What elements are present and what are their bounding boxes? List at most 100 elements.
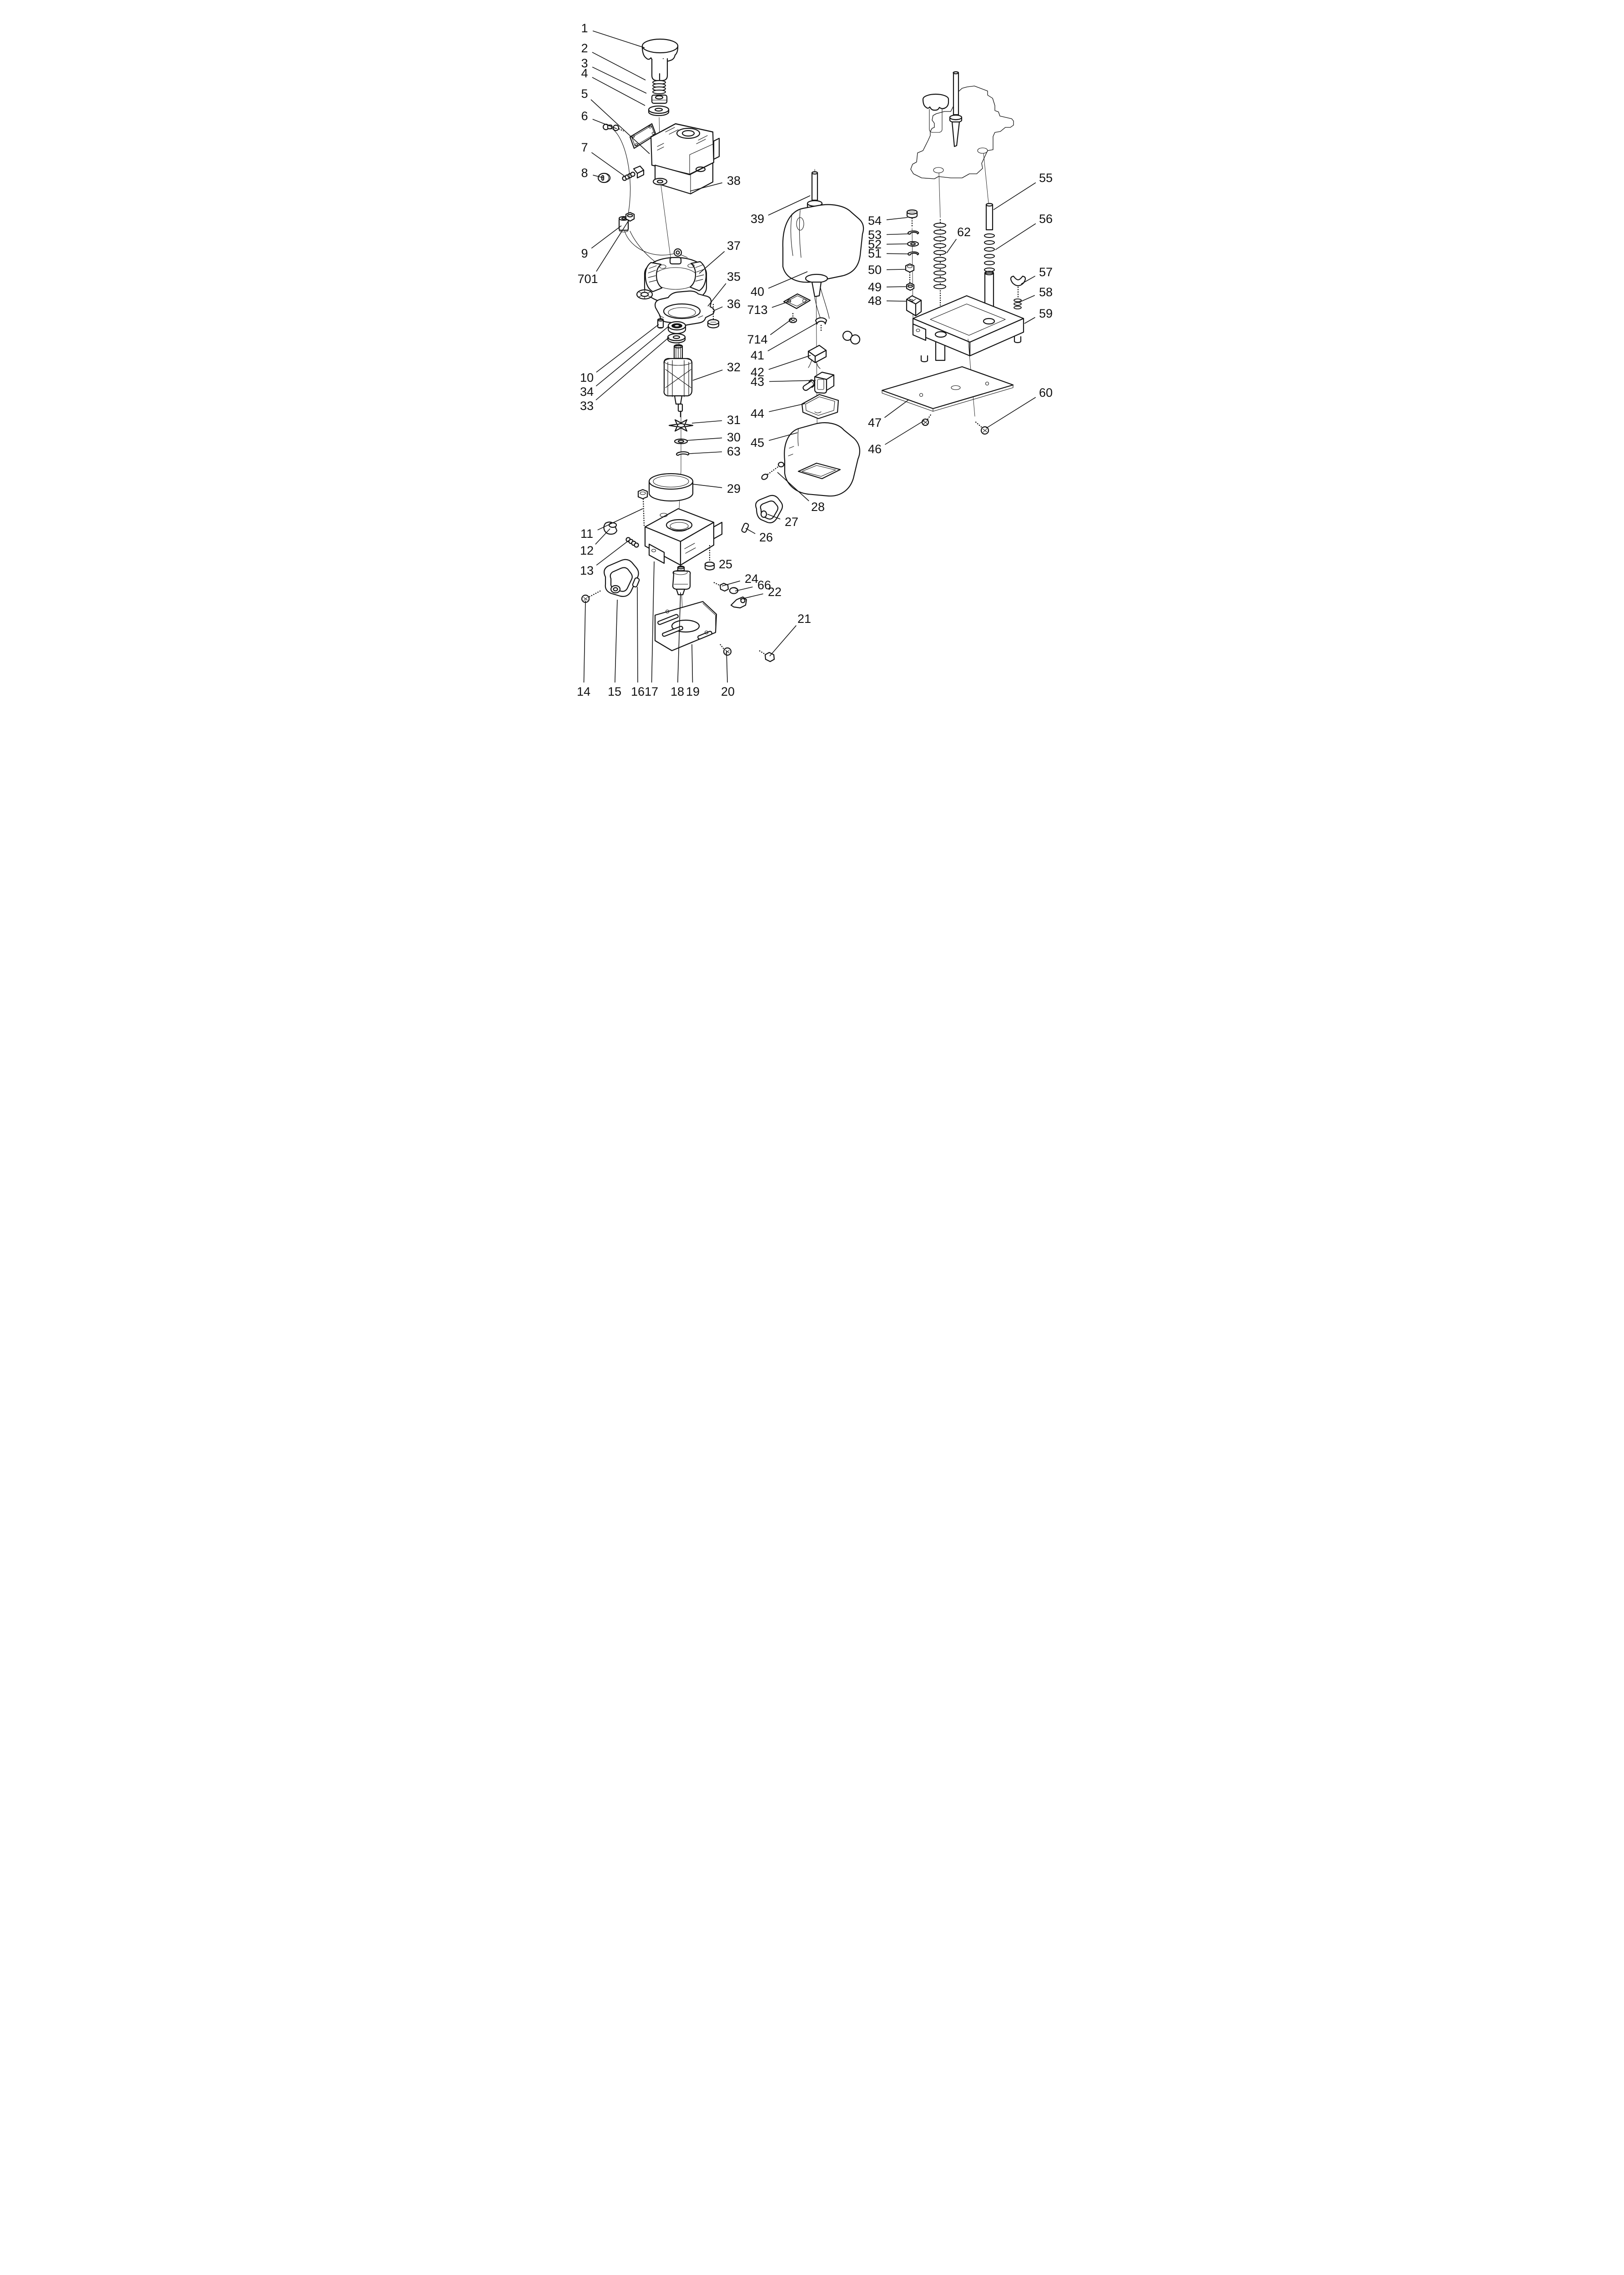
- part-label-2: 2: [581, 41, 588, 55]
- leader-lines: [583, 30, 1036, 683]
- leader-line-62: [946, 238, 957, 253]
- part-label-54: 54: [868, 214, 882, 228]
- leader-line-45: [768, 432, 798, 441]
- stand-ghost-outline: [910, 86, 1014, 218]
- part-13-spring: [625, 537, 639, 548]
- part-42-capacitor: [807, 344, 827, 369]
- part-label-1: 1: [581, 21, 588, 35]
- part-24-bolt: [713, 582, 729, 592]
- leader-line-60: [986, 397, 1036, 429]
- part-52-washer: [907, 241, 919, 247]
- part-49-nut: [906, 282, 915, 291]
- part-label-46: 46: [868, 442, 882, 456]
- leader-line-29: [692, 484, 722, 488]
- leader-line-22: [740, 593, 763, 600]
- leader-line-55: [993, 182, 1036, 210]
- leader-line-12: [595, 528, 610, 545]
- part-8-brush-cap: [597, 172, 611, 183]
- leader-line-8: [593, 175, 604, 178]
- leader-line-5: [590, 99, 650, 154]
- leader-line-18: [677, 592, 681, 683]
- part-label-38: 38: [727, 174, 741, 187]
- part-7-carbon-brush: [622, 165, 645, 181]
- part-label-713: 713: [747, 303, 767, 317]
- leader-line-44: [769, 403, 806, 412]
- part-30-washer: [674, 438, 688, 445]
- part-43-switch: [802, 371, 835, 394]
- part-label-62: 62: [957, 225, 971, 239]
- part-label-39: 39: [751, 212, 764, 226]
- part-label-53: 53: [868, 228, 882, 242]
- base-upper-casting: [644, 508, 723, 566]
- leader-line-57: [1021, 276, 1035, 284]
- part-41-clamp: [815, 317, 827, 331]
- part-53-wave-washer: [907, 230, 919, 235]
- leader-line-38: [690, 182, 722, 192]
- part-21-bolt: [759, 650, 775, 662]
- part-label-32: 32: [727, 360, 741, 374]
- part-label-33: 33: [580, 399, 594, 413]
- part-label-4: 4: [581, 66, 588, 80]
- part-label-27: 27: [785, 515, 798, 529]
- part-58-spring: [1014, 298, 1022, 309]
- part-1-knob: [641, 38, 679, 81]
- part-47-base-plate: [881, 366, 1014, 412]
- leader-line-39: [768, 195, 811, 216]
- part-label-7: 7: [581, 141, 588, 154]
- part-label-10: 10: [580, 371, 594, 384]
- leader-line-3: [592, 66, 647, 94]
- leader-line-46: [885, 420, 925, 445]
- part-label-31: 31: [727, 413, 741, 427]
- part-2-spring: [652, 80, 666, 94]
- leader-line-16: [637, 586, 638, 683]
- part-label-58: 58: [1039, 285, 1053, 299]
- part-label-55: 55: [1039, 171, 1053, 185]
- part-label-44: 44: [751, 407, 764, 420]
- leader-line-10: [596, 324, 659, 373]
- part-40-housing-upper: [782, 204, 864, 321]
- leader-line-19: [691, 644, 693, 683]
- part-16-pin: [632, 577, 640, 588]
- part-27-cap: [755, 495, 783, 524]
- leader-line-59: [1024, 317, 1035, 324]
- exploded-diagram: 1234567897011034331112131415161718192038…: [577, 21, 1053, 698]
- part-label-51: 51: [868, 247, 882, 260]
- part-6-screw: [612, 124, 624, 132]
- part-26-pin: [741, 523, 749, 533]
- part-31-fan: [668, 419, 694, 432]
- leader-line-63: [689, 451, 722, 454]
- leader-line-714: [770, 318, 792, 335]
- leader-line-26: [745, 528, 756, 534]
- part-label-11: 11: [580, 527, 593, 541]
- part-label-60: 60: [1039, 386, 1053, 399]
- stand-knob: [922, 93, 949, 133]
- part-22-pointer: [730, 596, 747, 609]
- part-label-20: 20: [721, 685, 735, 698]
- leader-line-32: [692, 369, 723, 381]
- part-63-wave-ring: [676, 451, 690, 456]
- leader-line-41: [767, 321, 820, 352]
- leader-line-11: [597, 508, 643, 531]
- leader-line-66: [735, 586, 753, 592]
- leader-line-17: [651, 561, 655, 683]
- leader-line-51: [886, 253, 908, 254]
- part-label-28: 28: [811, 500, 825, 514]
- leader-line-2: [592, 52, 646, 81]
- part-label-36: 36: [727, 297, 741, 311]
- cable-rings: [842, 330, 861, 345]
- leader-line-34: [595, 326, 669, 387]
- part-46-screw: [921, 414, 932, 426]
- part-label-42: 42: [751, 365, 764, 379]
- part-label-16: 16: [631, 685, 645, 698]
- leader-line-42: [768, 355, 811, 370]
- part-label-25: 25: [719, 557, 732, 571]
- leader-line-53: [886, 233, 908, 235]
- leader-line-36: [714, 306, 723, 311]
- part-label-45: 45: [751, 436, 764, 450]
- part-20-screw: [720, 644, 732, 656]
- part-label-22: 22: [768, 585, 782, 599]
- part-label-49: 49: [868, 280, 882, 294]
- part-label-48: 48: [868, 294, 882, 308]
